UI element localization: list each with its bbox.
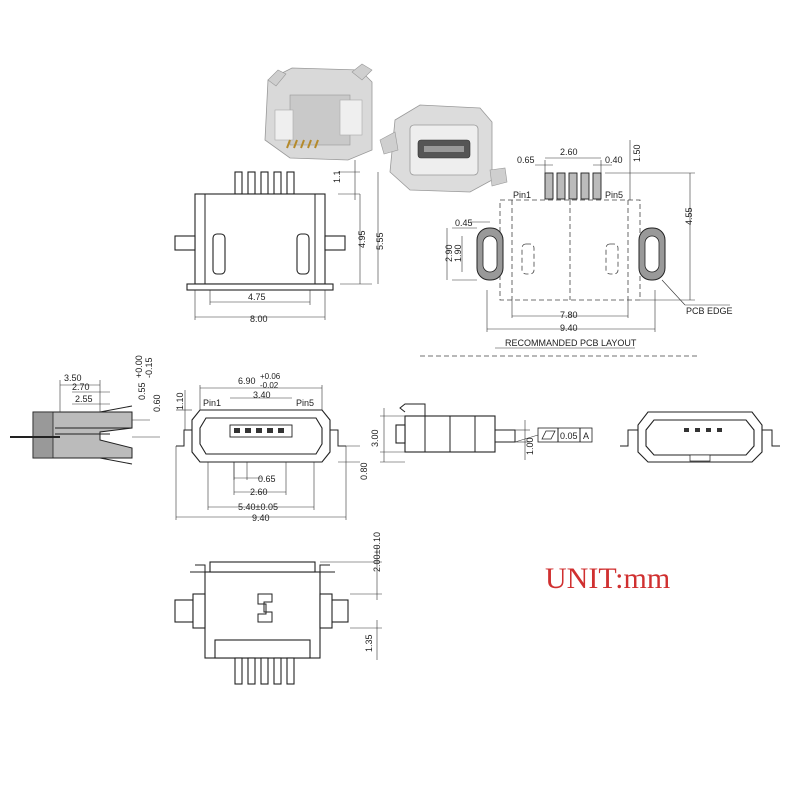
side-right-view: 3.00 0.80 1.00 0.05 A (359, 403, 593, 480)
dim-1-50: 1.50 (632, 144, 642, 162)
dim-1-90: 1.90 (453, 244, 463, 262)
pin1-label-front: Pin1 (203, 398, 221, 408)
dim-0-55: 0.55 (137, 382, 147, 400)
dim-9-40-pcb: 9.40 (560, 323, 578, 333)
pin5-label-pcb: Pin5 (605, 190, 623, 200)
dim-5-40: 5.40±0.05 (238, 502, 278, 512)
dim-3-40: 3.40 (253, 390, 271, 400)
pin1-label-pcb: Pin1 (513, 190, 531, 200)
dim-0-65-front: 0.65 (258, 474, 276, 484)
dim-2-55: 2.55 (75, 394, 93, 404)
dim-2-60-front: 2.60 (250, 487, 268, 497)
side-section-view: 3.50 2.70 2.55 +0.00 0.55 -0.15 0.60 (10, 355, 162, 465)
pin5-label-front: Pin5 (296, 398, 314, 408)
dim-2-00: 2.00±0.10 (372, 532, 382, 572)
connector-render-back (264, 63, 373, 161)
dim-0-60: 0.60 (152, 394, 162, 412)
tol-minus-0-02: -0.02 (260, 381, 279, 390)
dim-0-65: 0.65 (517, 155, 535, 165)
dim-2-60: 2.60 (560, 147, 578, 157)
dim-3-00: 3.00 (370, 429, 380, 447)
dim-1-00: 1.00 (525, 437, 535, 455)
tol-minus-0-15: -0.15 (144, 357, 154, 378)
dim-0-80: 0.80 (359, 462, 369, 480)
dim-8-00: 8.00 (250, 314, 268, 324)
dim-3-50: 3.50 (64, 373, 82, 383)
dim-0-45: 0.45 (455, 218, 473, 228)
connector-render-front (379, 104, 508, 193)
dim-0-40: 0.40 (605, 155, 623, 165)
dim-1-1: 1.1 (332, 170, 342, 183)
datum-label: A (583, 431, 589, 441)
dim-1-35: 1.35 (364, 634, 374, 652)
dim-4-55: 4.55 (684, 207, 694, 225)
dim-1-10: 1.10 (175, 392, 185, 410)
dim-4-75: 4.75 (248, 292, 266, 302)
unit-label: UNIT:mm (545, 562, 670, 595)
tol-plus-0-06: +0.06 (260, 372, 281, 381)
dim-9-40-front: 9.40 (252, 513, 270, 523)
flatness-value: 0.05 (560, 431, 578, 441)
dim-2-70: 2.70 (72, 382, 90, 392)
top-view: 1.1 4.95 5.55 4.75 8.00 (174, 160, 385, 324)
bottom-view: 2.00±0.10 1.35 (174, 532, 382, 685)
dim-2-90: 2.90 (444, 244, 454, 262)
dim-4-95: 4.95 (357, 230, 367, 248)
pcb-edge-label: PCB EDGE (686, 306, 733, 316)
front-outline-view (620, 411, 780, 463)
front-view: 6.90 +0.06 -0.02 1.10 3.40 0.65 2.60 5.4… (175, 372, 360, 523)
dim-6-90: 6.90 (238, 376, 256, 386)
pcb-layout-caption: RECOMMANDED PCB LAYOUT (505, 338, 637, 348)
dim-5-55: 5.55 (375, 232, 385, 250)
pcb-layout-view: 2.60 0.65 0.40 1.50 4.55 0.45 2.90 1.90 … (420, 140, 733, 357)
tol-plus-0-00: +0.00 (134, 355, 144, 378)
dim-7-80: 7.80 (560, 310, 578, 320)
